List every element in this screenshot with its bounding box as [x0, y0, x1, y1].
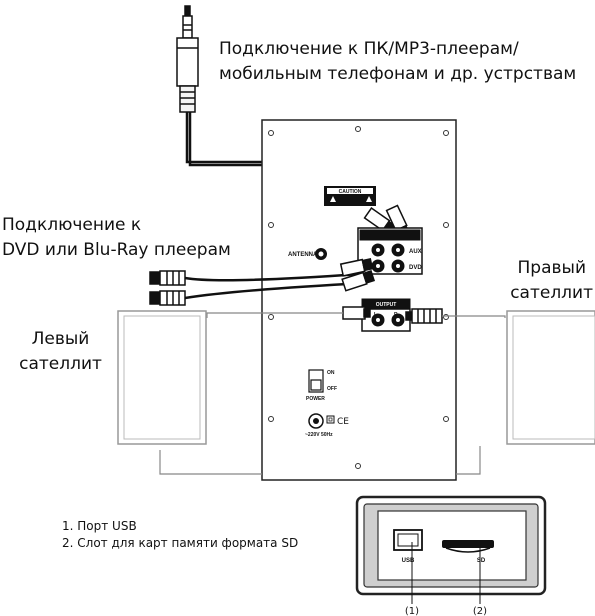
satellite-cables — [159, 312, 506, 475]
left-satellite-box — [117, 310, 207, 445]
antenna-label: ANTENNA — [288, 252, 318, 258]
usb-label: USB — [402, 558, 415, 564]
output-block — [361, 298, 411, 332]
antenna-connector — [315, 248, 327, 260]
voltage-label: ~220V 50Hz — [305, 432, 333, 438]
output-r-label: R — [394, 312, 398, 318]
caution-label: CAUTION — [324, 186, 376, 206]
sd-label: SD — [477, 558, 486, 564]
power-socket — [308, 413, 335, 429]
callout-1: (1) — [405, 606, 419, 616]
output-label: OUTPUT — [376, 302, 397, 308]
callout-lines — [411, 542, 481, 604]
dvd-cable — [184, 272, 367, 300]
legend-item-sd: 2. Слот для карт памяти формата SD — [62, 535, 299, 550]
legend-item-usb: 1. Порт USB — [62, 519, 137, 533]
switch-off-label: OFF — [327, 386, 337, 392]
dvd-connection-label: Подключение к DVD или Blu-Ray плеерам — [2, 215, 231, 260]
output-l-label: L — [374, 312, 377, 318]
dvd-label: DVD — [409, 265, 422, 271]
power-label: POWER — [306, 396, 325, 402]
jack-plug — [176, 5, 199, 113]
right-satellite-label: Правый сателлит — [500, 258, 593, 303]
left-satellite-line2: сателлит — [19, 353, 102, 374]
subwoofer-rear-panel — [261, 119, 457, 481]
dvd-rca-plugs-left — [149, 270, 186, 306]
svg-text:CAUTION: CAUTION — [339, 189, 362, 195]
switch-on-label: ON — [327, 370, 335, 376]
aux-label: AUX — [409, 249, 422, 255]
pc-connection-line1: Подключение к ПК/МР3-плеерам/ — [219, 39, 519, 59]
usb-port — [393, 529, 423, 551]
power-switch — [308, 369, 324, 393]
ce-mark: CE — [337, 417, 349, 427]
pc-connection-label: Подключение к ПК/МР3-плеерам/ мобильным … — [219, 39, 577, 84]
dvd-connection-line2: DVD или Blu-Ray плеерам — [2, 239, 231, 260]
right-satellite-line1: Правый — [517, 258, 586, 278]
callout-2: (2) — [473, 606, 487, 616]
pc-connection-line2: мобильным телефонам и др. устрствам — [219, 63, 577, 84]
dvd-rca-plugs-right — [339, 257, 376, 292]
right-satellite-box — [506, 310, 595, 445]
legend-list: 1. Порт USB 2. Слот для карт памяти форм… — [62, 519, 299, 551]
dvd-connection-line1: Подключение к — [2, 215, 142, 235]
left-satellite-line1: Левый — [31, 329, 90, 349]
panel-screws — [268, 126, 449, 469]
left-satellite-label: Левый сателлит — [8, 329, 113, 374]
right-satellite-line2: сателлит — [510, 282, 593, 303]
sd-slot — [442, 540, 494, 553]
